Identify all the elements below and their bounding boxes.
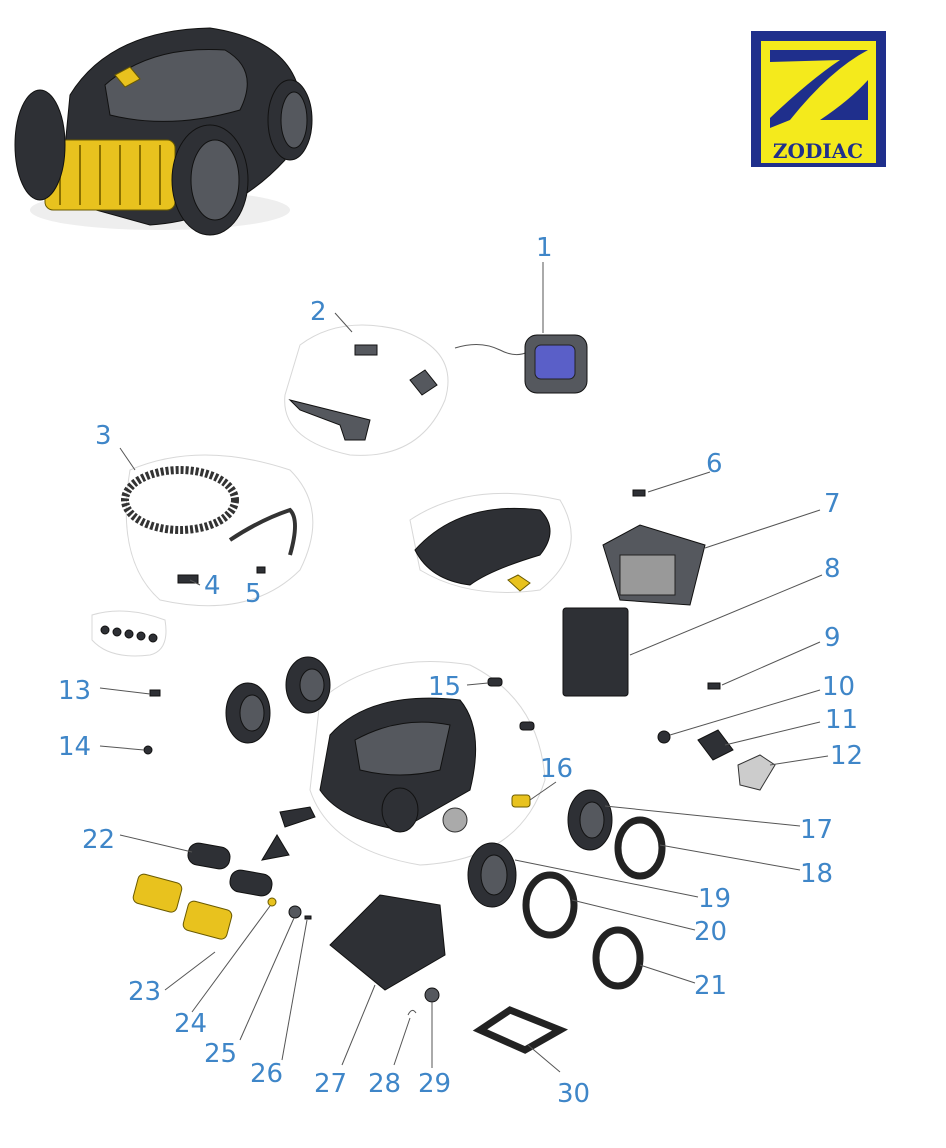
part-label-17: 17: [800, 815, 833, 845]
part-label-9: 9: [824, 623, 841, 653]
part-label-18: 18: [800, 859, 833, 889]
part-1-power-supply: [454, 334, 588, 394]
part-label-27: 27: [314, 1069, 347, 1099]
part-20-tire: [522, 871, 578, 939]
leader-lines: [99, 262, 829, 1073]
svg-text:ZODIAC: ZODIAC: [773, 139, 863, 163]
group-outline-clips: [91, 610, 167, 657]
part-28: [407, 1009, 417, 1016]
part-label-21: 21: [694, 971, 727, 1001]
part-label-23: 23: [128, 977, 161, 1007]
part-2-clips: [288, 344, 438, 441]
part-label-30: 30: [557, 1079, 590, 1109]
group-outline-body: [309, 661, 546, 866]
part-label-20: 20: [694, 917, 727, 947]
clips-set: [100, 625, 158, 643]
part-label-25: 25: [204, 1039, 237, 1069]
part-label-3: 3: [95, 421, 112, 451]
part-16: [511, 794, 531, 808]
part-21-tire: [592, 926, 644, 990]
part-label-16: 16: [540, 754, 573, 784]
part-5: [256, 566, 266, 574]
part-8-filter-cartridge: [562, 607, 629, 697]
part-9: [707, 682, 721, 690]
part-label-26: 26: [250, 1059, 283, 1089]
wheels-rear: [225, 656, 331, 744]
zodiac-logo: ZODIAC: [751, 31, 886, 167]
part-18-tire: [614, 816, 666, 880]
part-label-10: 10: [822, 672, 855, 702]
part-10: [657, 730, 671, 744]
part-25: [288, 905, 302, 919]
part-label-11: 11: [825, 705, 858, 735]
part-13: [149, 689, 161, 697]
part-label-7: 7: [824, 489, 841, 519]
part-24: [267, 897, 277, 907]
part-15: [487, 677, 503, 687]
part-3-cable: [121, 466, 297, 556]
group-outline-top-cover: [409, 492, 572, 593]
part-label-2: 2: [310, 297, 327, 327]
part-label-15: 15: [428, 672, 461, 702]
part-11: [697, 729, 734, 761]
part-30-handle: [472, 1006, 569, 1054]
group-outline-3: [125, 454, 314, 607]
group-outline-2: [284, 324, 449, 456]
part-12: [737, 754, 776, 791]
part-29: [424, 987, 440, 1003]
part-19-wheel: [467, 842, 517, 908]
part-label-14: 14: [58, 732, 91, 762]
part-14: [143, 745, 153, 755]
part-label-29: 29: [418, 1069, 451, 1099]
robot-cleaner-image: [14, 27, 313, 236]
part-23-brushes: [132, 873, 233, 940]
part-label-13: 13: [58, 676, 91, 706]
part-label-28: 28: [368, 1069, 401, 1099]
part-label-5: 5: [245, 579, 262, 609]
part-17-wheel: [567, 789, 613, 851]
part-4: [177, 574, 199, 584]
part-label-1: 1: [536, 233, 553, 263]
part-label-22: 22: [82, 825, 115, 855]
part-6: [632, 489, 646, 497]
part-22-rollers: [187, 806, 316, 897]
part-27-base: [329, 894, 446, 991]
part-26: [304, 915, 312, 920]
part-label-24: 24: [174, 1009, 207, 1039]
body-chassis: [319, 697, 535, 833]
part-label-4: 4: [204, 571, 221, 601]
part-label-6: 6: [706, 449, 723, 479]
part-7-filter-basket: [602, 524, 706, 606]
part-label-19: 19: [698, 884, 731, 914]
part-label-12: 12: [830, 741, 863, 771]
part-label-8: 8: [824, 554, 841, 584]
top-cover: [414, 507, 551, 592]
